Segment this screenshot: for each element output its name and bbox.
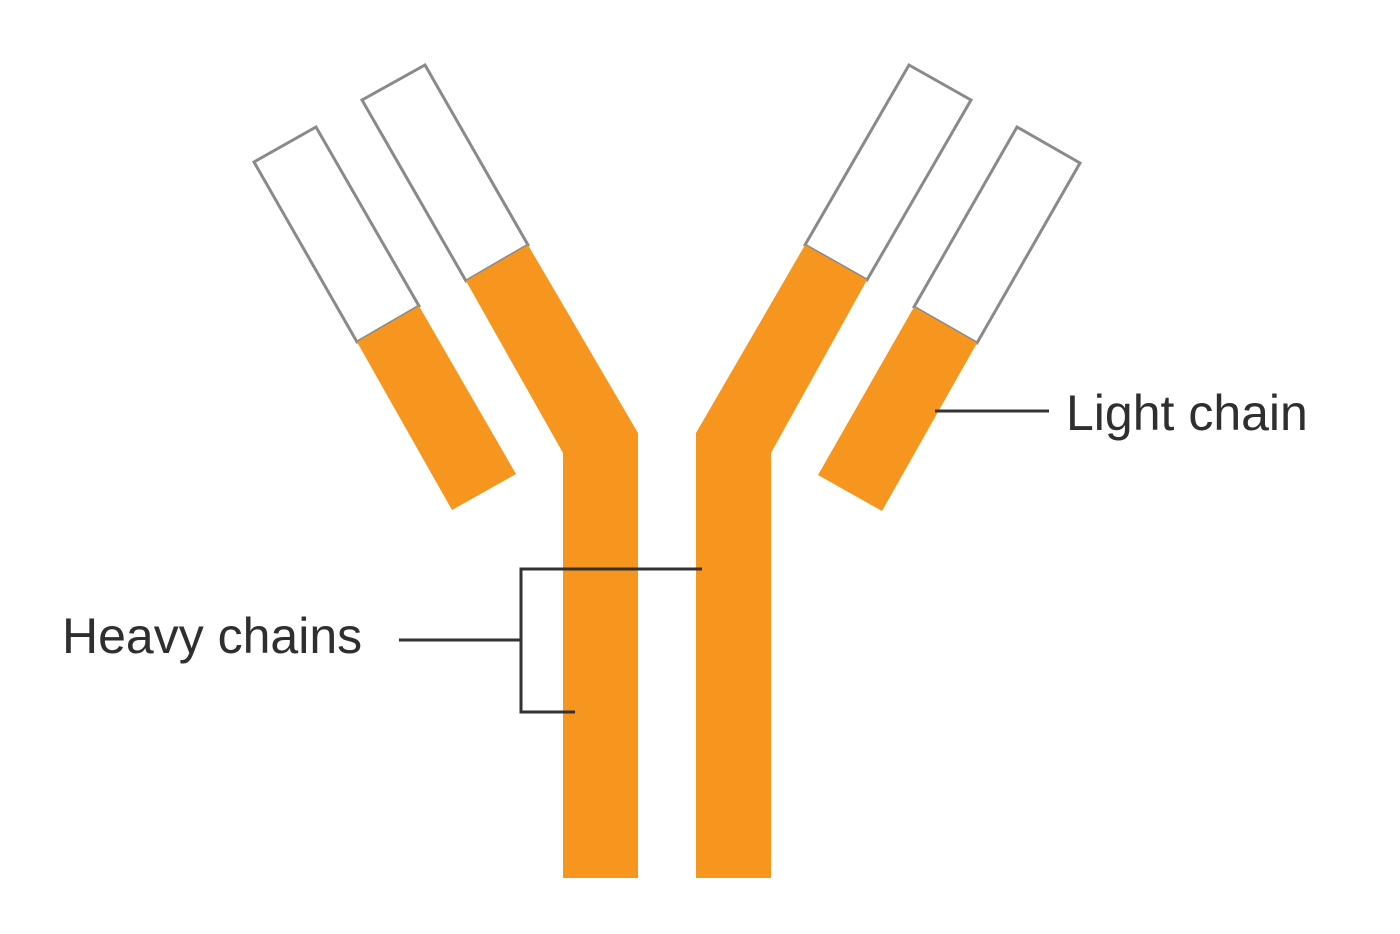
left-light-chain [251,124,516,510]
heavy-chains-label: Heavy chains [62,608,362,664]
right-heavy-chain-constant-region [696,245,867,878]
right-heavy-chain-variable-region [802,62,974,283]
right-light-chain-variable-region [911,124,1083,346]
light-chain-label: Light chain [1066,385,1308,441]
right-light-chain [818,124,1083,511]
right-heavy-chain [696,62,974,878]
left-light-chain-constant-region [357,306,516,510]
left-heavy-chain-constant-region [466,245,638,878]
left-heavy-chain [359,62,638,878]
left-light-chain-variable-region [251,124,422,345]
right-light-chain-constant-region [818,307,977,511]
